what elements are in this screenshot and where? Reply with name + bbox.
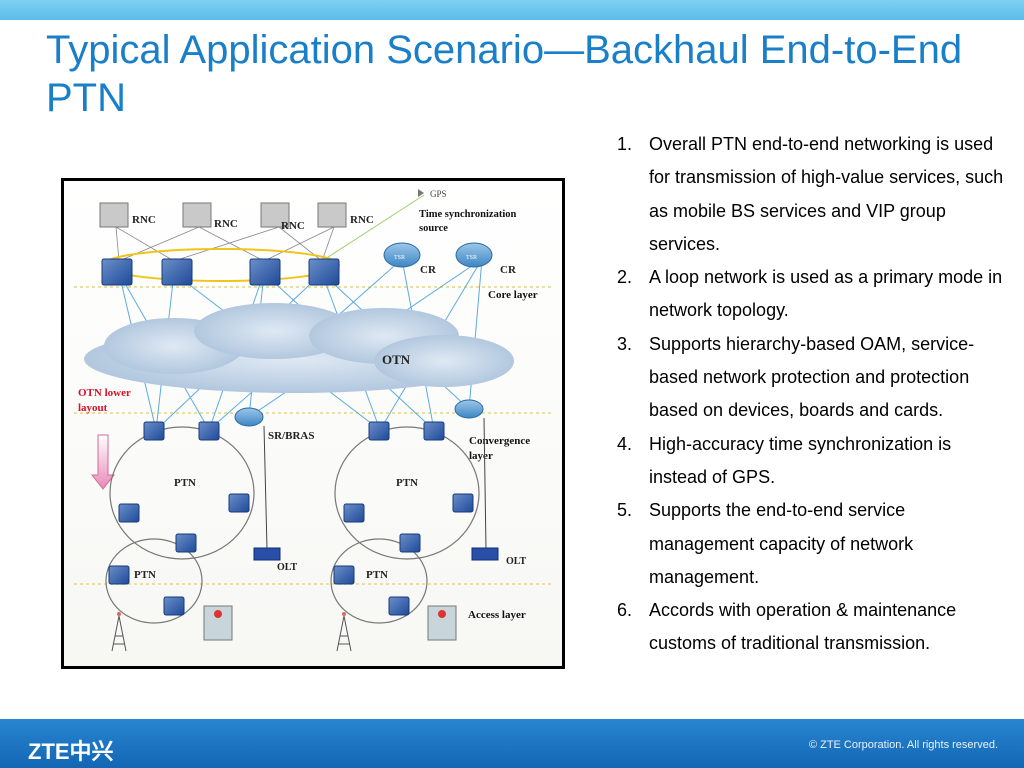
list-item-number: 3. [617, 333, 633, 354]
list-item-text: Supports hierarchy-based OAM, service-ba… [649, 333, 975, 421]
list-item-text: Overall PTN end-to-end networking is use… [649, 134, 1004, 254]
footer-bar [0, 719, 1024, 768]
list-item-number: 1. [617, 134, 633, 154]
cr-label-1: CR [420, 264, 437, 276]
rnc-label-1: RNC [132, 214, 156, 226]
list-item-number: 2. [617, 267, 633, 288]
network-diagram-svg: RNC RNC RNC RNC GPS Time synchronization… [64, 181, 562, 666]
tsr-label-2: TSR [466, 255, 477, 261]
top-accent-bar [0, 0, 1024, 20]
olt-label-2: OLT [506, 556, 527, 567]
convergence-layer-label-2: layer [469, 450, 493, 462]
ptn-label-1: PTN [174, 477, 196, 489]
rnc-label-2: RNC [214, 218, 238, 230]
otn-cloud [84, 303, 514, 393]
rnc-label-4: RNC [350, 214, 374, 226]
rnc-nodes [99, 202, 347, 228]
key-points-list: 1. Overall PTN end-to-end networking is u… [617, 128, 1012, 661]
list-item: 2. A loop network is used as a primary mo… [617, 261, 1012, 328]
list-item: 3. Supports hierarchy-based OAM, service-… [617, 328, 1012, 428]
olt-label-1: OLT [277, 562, 298, 573]
ptn-label-3: PTN [396, 477, 418, 489]
otn-lower-layout-label-2: layout [78, 402, 108, 414]
otn-lower-layout-label-1: OTN lower [78, 387, 131, 399]
cr-label-2: CR [500, 264, 517, 276]
access-layer-label: Access layer [468, 609, 526, 621]
slide-title: Typical Application Scenario—Backhaul En… [46, 28, 963, 120]
ptn-label-4: PTN [366, 569, 388, 581]
otn-label: OTN [382, 352, 411, 367]
rnc-label-3: RNC [281, 220, 305, 232]
list-item-text: High-accuracy time synchronization is in… [649, 433, 952, 487]
list-item: 4. High-accuracy time synchronization is … [617, 428, 1012, 495]
convergence-layer-label-1: Convergence [469, 435, 530, 447]
list-item-text: Supports the end-to-end service manageme… [649, 500, 914, 587]
gps-label: GPS [430, 189, 447, 199]
zte-logo: ZTE中兴 [28, 739, 114, 764]
list-item: 6. Accords with operation & maintenance c… [617, 594, 1012, 661]
tsr-label-1: TSR [394, 255, 405, 261]
list-item: 1. Overall PTN end-to-end networking is u… [617, 128, 1012, 261]
list-item-number: 6. [617, 600, 633, 621]
list-item-text: A loop network is used as a primary mode… [649, 267, 1003, 321]
list-item-text: Accords with operation & maintenance cus… [649, 600, 957, 654]
sr-bras-label: SR/BRAS [268, 430, 314, 442]
list-item: 5. Supports the end-to-end service manage… [617, 494, 1012, 594]
ptn-label-2: PTN [134, 569, 156, 581]
core-layer-label: Core layer [488, 289, 538, 301]
list-item-number: 4. [617, 433, 633, 454]
copyright-notice: © ZTE Corporation. All rights reserved. [808, 739, 998, 751]
network-diagram: RNC RNC RNC RNC GPS Time synchronization… [61, 178, 565, 669]
list-item-number: 5. [617, 500, 633, 521]
